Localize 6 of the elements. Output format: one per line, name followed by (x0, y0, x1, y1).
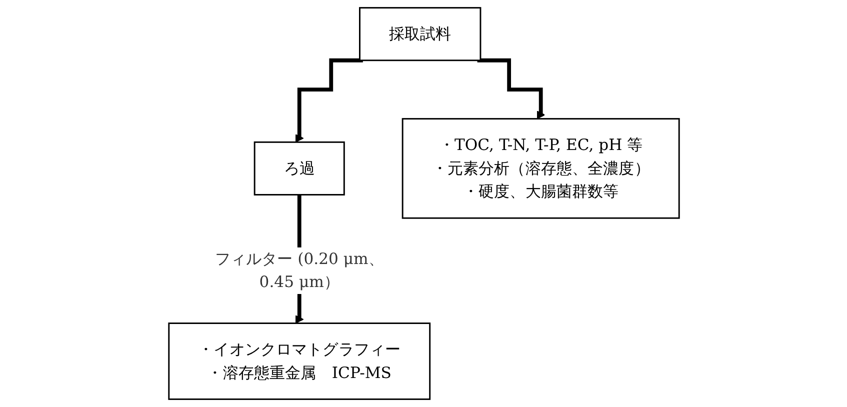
node-box (401, 118, 680, 219)
node-box (358, 7, 481, 62)
node-box (253, 141, 344, 196)
arrow (294, 58, 362, 143)
node-box (168, 322, 430, 400)
arrow (476, 58, 545, 120)
